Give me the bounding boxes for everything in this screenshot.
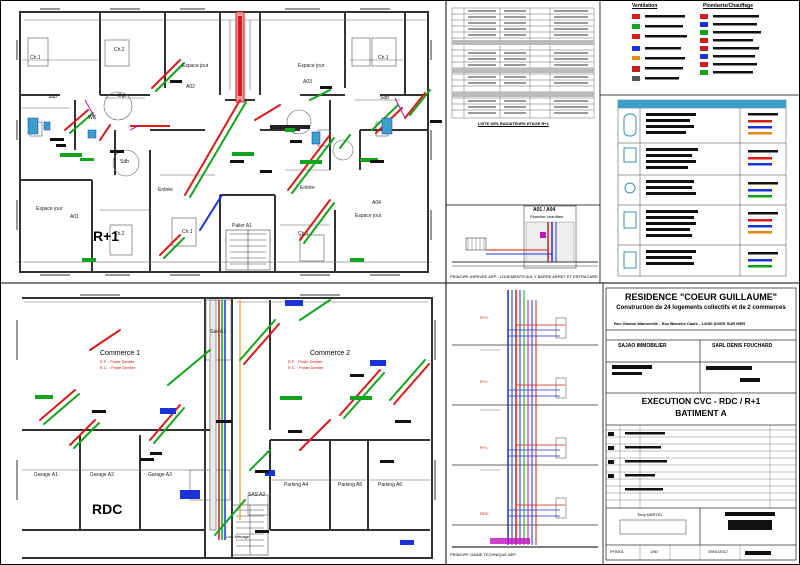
client-name: SAJAO IMMOBILIER — [618, 343, 667, 349]
project-title: RESIDENCE "COEUR GUILLAUME" — [624, 292, 778, 302]
plan-number: FF0001 — [610, 549, 624, 554]
room-label-a01: A01 — [70, 214, 79, 220]
room-label-garage-a3: Garage A3 — [148, 472, 172, 478]
radiator-list-caption: LISTE DES RADIATEURS ETAGE R+1 — [478, 121, 549, 126]
room-label-a04: A04 — [372, 200, 381, 206]
heating-pipes-r1 — [64, 59, 431, 259]
room-label-garage-a1: Garage A1 — [34, 472, 58, 478]
drawing-date: 29/01/2017 — [708, 549, 729, 554]
level-label-rdc: RDC — [92, 501, 123, 517]
room-label-commerce-1: Commerce 1 — [100, 350, 141, 357]
riser-level-r2: R+2 — [480, 379, 488, 384]
sanitary-r1 — [27, 117, 393, 145]
room-label-ch1: Ch.1 — [30, 55, 41, 61]
equipment-icons — [623, 113, 637, 269]
drawn-by: Tony MARTEL — [637, 512, 663, 517]
riser-level-rdc: RDC — [480, 511, 489, 516]
room-label-a03: A03 — [303, 79, 312, 85]
room-label-entree: Entrée — [158, 187, 173, 193]
equipment-desc — [646, 113, 778, 265]
windows-r1 — [16, 8, 432, 276]
drawing-scale: 1/50 — [650, 549, 658, 554]
note-commerce2-ec: E.C. : Poste Dentier — [288, 365, 324, 370]
room-label-parking-a4: Parking A4 — [284, 482, 309, 488]
room-label-ch2-b: Ch.2 — [114, 231, 125, 237]
room-label-parking-a6: Parking A6 — [378, 482, 403, 488]
riser-level-r1: R+1 — [480, 445, 488, 450]
radiator-table-rows — [468, 10, 588, 114]
radiators-r1 — [60, 128, 378, 262]
legend-plumbing-title: Plomberie/Chauffage — [703, 3, 754, 9]
detail-subtitle: Plancher chauffant — [530, 214, 564, 219]
room-label-commerce-2: Commerce 2 — [310, 350, 351, 357]
room-label-ch1-c: Ch.1 — [182, 229, 193, 235]
room-label-sdb-c: Sdb — [380, 95, 389, 101]
floor-r1-walls — [19, 11, 429, 273]
ducts-r1-central — [130, 11, 310, 129]
room-label-local-menage: Loc. Ménage — [226, 534, 250, 539]
room-label-dgt: Dgt — [118, 93, 126, 99]
title-block-redactions — [608, 365, 775, 555]
room-label-palier: Palier A1 — [232, 223, 253, 229]
room-label-ch1-d: Ch.1 — [298, 231, 309, 237]
room-label-espace-jour-left: Espace jour — [36, 206, 63, 212]
magenta-lines-r1 — [84, 97, 406, 131]
project-description: Construction de 24 logements collectifs … — [616, 305, 786, 311]
title-block — [605, 287, 797, 561]
room-label-a02: A02 — [186, 84, 195, 90]
room-label-sas-a1: Sas A1 — [210, 329, 226, 335]
legend-ventilation-title: Ventilation — [632, 3, 658, 9]
drawing-phase: EXECUTION CVC - RDC / R+1 — [641, 396, 761, 406]
project-address: Rue Gaston Manneville - Rue Blanche Cast… — [614, 321, 746, 326]
room-label-garage-a2: Garage A2 — [90, 472, 114, 478]
room-label-espace-jour-right: Espace jour — [355, 213, 382, 219]
stair-r1 — [225, 229, 271, 271]
architect-name: SARL DENIS FOUCHARD — [712, 343, 773, 349]
room-label-ch1-b: Ch.1 — [378, 55, 389, 61]
detail-caption: PRINCIPE ARRIVEE AEP - LOGEMENTS A01 Y B… — [450, 274, 598, 279]
green-units-rdc — [35, 395, 372, 400]
plan-annotation-blocks — [50, 80, 442, 533]
room-label-sdb: Sdb — [48, 94, 57, 100]
note-commerce1-ef: E.F. : Poste Dentier — [100, 359, 135, 364]
radiator-table-fills — [452, 40, 594, 97]
riser-diagram — [452, 290, 598, 548]
note-commerce1-ec: E.C. : Poste Dentier — [100, 365, 136, 370]
riser-caption: PRINCIPE GAINE TECHNIQUE AEP — [450, 552, 516, 557]
legend-bars — [645, 15, 761, 80]
building-name: BATIMENT A — [675, 408, 727, 418]
room-label-espace-jour-2: Espace jour — [298, 63, 325, 69]
room-label-wc: WC — [88, 115, 97, 121]
room-label-espace-jour: Espace jour — [182, 63, 209, 69]
note-commerce2-ef: E.F. : Poste Dentier — [288, 359, 323, 364]
room-label-parking-a5: Parking A5 — [338, 482, 363, 488]
detail-title: A01 / A04 — [533, 207, 556, 213]
room-label-ch2: Ch.2 — [114, 47, 125, 53]
heating-pipes-rdc — [39, 299, 430, 536]
room-label-sdb-b: Sdb — [120, 159, 129, 165]
legend-symbols — [632, 14, 708, 81]
windows-rdc — [16, 294, 436, 500]
level-label-r1: R+1 — [93, 228, 120, 244]
blue-units-rdc — [160, 300, 414, 545]
floor-rdc-walls — [22, 297, 433, 559]
room-label-sas-a2: SAS A2 — [248, 492, 266, 498]
riser-level-r3: R+3 — [480, 315, 488, 320]
detail-section — [452, 205, 598, 269]
equipment-color-keys — [748, 120, 772, 268]
room-label-entree-b: Entrée — [300, 185, 315, 191]
